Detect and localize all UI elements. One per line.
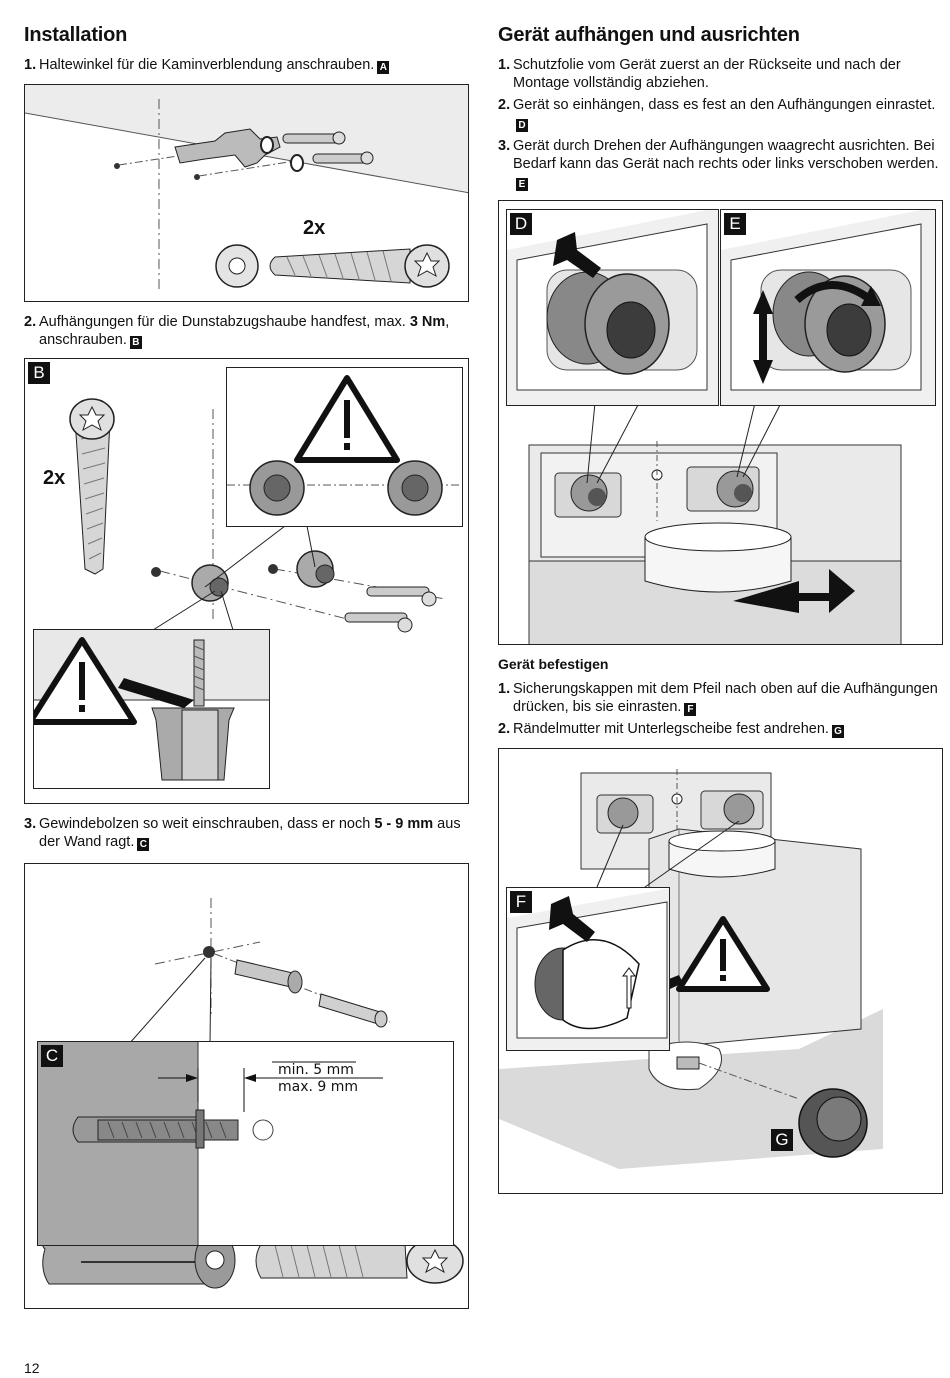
figure-label-b: B <box>28 362 50 384</box>
figure-ref-c: C <box>137 838 150 851</box>
step-number: 3. <box>24 816 37 832</box>
step-text: Haltewinkel für die Kaminverblendung ans… <box>39 56 474 74</box>
step-text: Gerät durch Drehen der Aufhängungen waag… <box>513 138 939 191</box>
figure-label-e: E <box>724 213 746 235</box>
figure-ref-g: G <box>831 725 844 738</box>
warning-inset-anchor-drawing <box>34 630 269 781</box>
figure-f-inset: F <box>506 887 670 1051</box>
figure-c: C min. 5 mm max. 9 mm <box>24 863 469 1309</box>
step-text: Gerät so einhängen, dass es fest an den … <box>513 97 936 132</box>
figure-ref-b: B <box>129 336 142 349</box>
step-2-einhaengen: 2. Gerät so einhängen, dass es fest an d… <box>498 96 940 132</box>
warning-inset-anchor <box>33 629 270 789</box>
figure-c-section-inset: C min. 5 mm max. 9 mm <box>37 1041 454 1246</box>
page-number: 12 <box>24 1360 40 1376</box>
step-text: Aufhängungen für die Dunstabzugshaube ha… <box>39 314 450 349</box>
step-3-gewindebolzen: 3. Gewindebolzen so weit einschrauben, d… <box>24 815 474 851</box>
subheading-befestigen: Gerät befestigen <box>498 656 609 672</box>
step-1-schutzfolie: 1. Schutzfolie vom Gerät zuerst an der R… <box>498 56 940 92</box>
step-number: 1. <box>24 57 37 73</box>
figure-e-inset-drawing <box>721 210 935 405</box>
quantity-label-a: 2x <box>303 217 326 239</box>
section-title-installation: Installation <box>24 24 128 46</box>
step-1-sicherungskappen: 1. Sicherungskappen mit dem Pfeil nach o… <box>498 680 940 716</box>
figure-ref-f: F <box>684 703 697 716</box>
figure-a: A 2x <box>24 84 469 302</box>
dimension-min: min. 5 mm <box>278 1062 354 1078</box>
figure-a-drawing <box>25 85 468 290</box>
step-text: Gewindebolzen so weit einschrauben, dass… <box>39 816 461 851</box>
step-text: Sicherungskappen mit dem Pfeil nach oben… <box>513 681 938 716</box>
figure-ref-e: E <box>516 178 528 191</box>
figure-b: B 2x <box>24 358 469 804</box>
warning-inset-drawing <box>227 375 462 516</box>
figure-ref-a: A <box>377 61 390 74</box>
quantity-label-b: 2x <box>43 467 66 489</box>
figure-d-e-drawing <box>528 402 902 644</box>
figure-f-g: F G <box>498 748 943 1194</box>
step-2-raendelmutter: 2. Rändelmutter mit Unterlegscheibe fest… <box>498 720 940 738</box>
step-number: 2. <box>498 97 511 113</box>
figure-c-drawing <box>42 898 464 1289</box>
figure-label-g: G <box>771 1129 793 1151</box>
figure-f-inset-drawing <box>507 888 669 1050</box>
step-1-haltewinkel: 1. Haltewinkel für die Kaminverblendung … <box>24 56 474 74</box>
step-number: 1. <box>498 681 511 697</box>
step-text: Schutzfolie vom Gerät zuerst an der Rück… <box>513 57 901 91</box>
figure-ref-d: D <box>516 119 528 132</box>
section-title-aufhaengen: Gerät aufhängen und ausrichten <box>498 24 800 46</box>
dimension-max: max. 9 mm <box>278 1079 359 1095</box>
figure-e-inset: E <box>720 209 936 406</box>
figure-label-f: F <box>510 891 532 913</box>
step-number: 3. <box>498 138 511 154</box>
figure-c-section-drawing <box>38 1042 383 1245</box>
step-number: 2. <box>24 314 37 330</box>
figure-b-drawing <box>69 398 446 633</box>
step-2-aufhaengungen: 2. Aufhängungen für die Dunstabzugshaube… <box>24 313 474 349</box>
figure-d-inset-drawing <box>507 210 718 405</box>
step-number: 1. <box>498 57 511 73</box>
step-text: Rändelmutter mit Unterlegscheibe fest an… <box>513 720 940 738</box>
figure-d-e: D E <box>498 200 943 645</box>
figure-d-inset: D <box>506 209 719 406</box>
warning-inset-torque <box>226 367 463 527</box>
figure-label-d: D <box>510 213 532 235</box>
figure-label-c: C <box>41 1045 63 1067</box>
step-3-ausrichten: 3. Gerät durch Drehen der Aufhängungen w… <box>498 137 940 191</box>
step-number: 2. <box>498 721 511 737</box>
